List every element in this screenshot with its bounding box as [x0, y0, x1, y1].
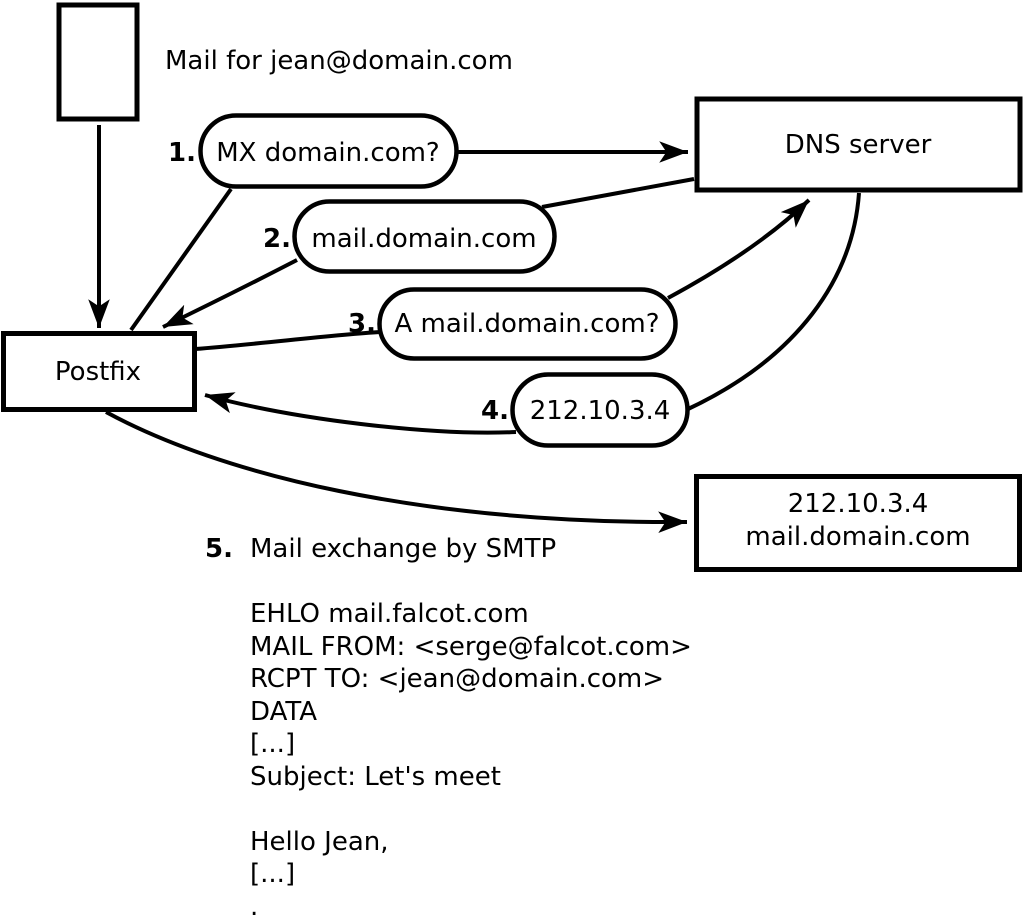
answer4-label: 212.10.3.4: [530, 396, 671, 426]
postfix-node: [1, 331, 197, 412]
smtp-line: Hello Jean,: [250, 827, 389, 857]
mail-server-hostname: mail.domain.com: [745, 522, 970, 552]
arrow-answer2-to-postfix: [162, 258, 298, 329]
smtp-line: EHLO mail.falcot.com: [250, 599, 529, 629]
step5-number: 5.: [205, 534, 233, 564]
step2-number: 2.: [263, 224, 291, 254]
line-dns-to-answer4: [685, 192, 861, 412]
query1-pill: [198, 113, 459, 189]
diagram-title: Mail for jean@domain.com: [165, 46, 513, 76]
smtp-line: .: [250, 892, 258, 919]
query3-label: A mail.domain.com?: [395, 309, 660, 339]
step3-number: 3.: [348, 309, 376, 339]
line-postfix-to-query3: [194, 330, 381, 351]
line-dns-to-answer2: [541, 177, 695, 209]
step1-number: 1.: [168, 138, 196, 168]
smtp-line: DATA: [250, 697, 317, 727]
mail-message-node: [56, 2, 140, 122]
postfix-label: Postfix: [55, 357, 141, 387]
smtp-line: RCPT TO: <jean@domain.com>: [250, 664, 664, 694]
line-postfix-to-query1: [129, 187, 233, 332]
arrow-query3-to-dns: [667, 198, 811, 300]
query3-pill: [377, 287, 678, 361]
answer4-pill: [510, 372, 690, 448]
mail-server-ip: 212.10.3.4: [788, 489, 929, 519]
dns-server-label: DNS server: [785, 130, 932, 160]
arrow-answer4-to-postfix: [204, 392, 517, 435]
answer2-label: mail.domain.com: [311, 224, 536, 254]
smtp-line: [...]: [250, 729, 295, 759]
smtp-line: Subject: Let's meet: [250, 762, 501, 792]
smtp-session-block: EHLO mail.falcot.com MAIL FROM: <serge@f…: [250, 599, 692, 919]
step4-number: 4.: [481, 396, 509, 426]
step5-label: Mail exchange by SMTP: [250, 534, 556, 564]
query1-label: MX domain.com?: [216, 138, 439, 168]
smtp-line: MAIL FROM: <serge@falcot.com>: [250, 632, 692, 662]
smtp-line: [...]: [250, 859, 295, 889]
answer2-pill: [292, 199, 557, 274]
arrow-postfix-to-mailserver: [105, 410, 688, 534]
dns-server-node: [694, 96, 1023, 193]
mail-server-node: [694, 474, 1022, 572]
